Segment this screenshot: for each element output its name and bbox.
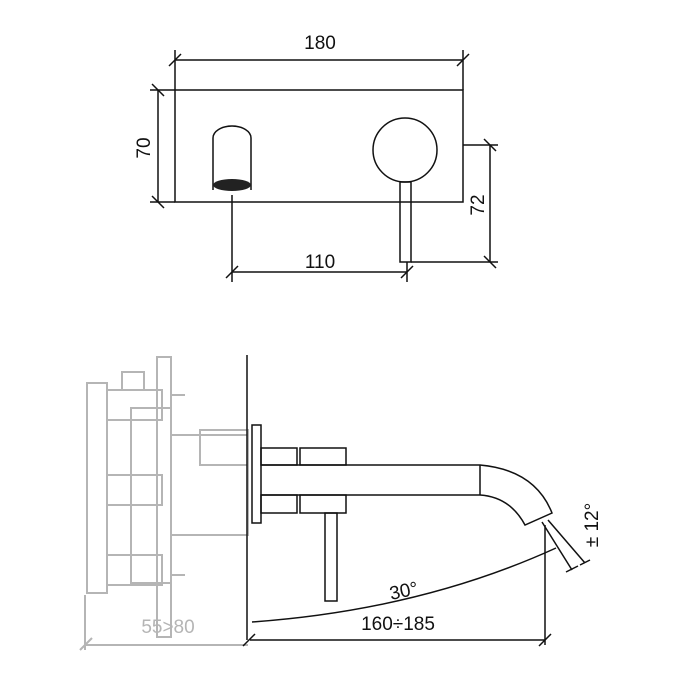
- swivel-angle-label: 30°: [388, 578, 420, 605]
- dimension-label: 110: [305, 252, 335, 273]
- dimension-110: 110: [225, 195, 414, 282]
- dimension-tilt: ± 12°: [541, 503, 603, 573]
- projection-label: 160÷185: [361, 614, 435, 635]
- faucet-side-view: [246, 355, 553, 640]
- lever: [399, 181, 412, 263]
- lever-side: [324, 512, 338, 602]
- dimension-label: 72: [468, 194, 489, 215]
- concealed-body: 55>80: [79, 356, 249, 651]
- dimension-projection: 160÷185: [242, 525, 552, 647]
- dimension-70: 70: [134, 83, 175, 209]
- dimension-label: 70: [134, 137, 155, 158]
- wall-plate-side: [251, 424, 262, 524]
- dimension-180: 180: [168, 33, 470, 90]
- dimension-swivel: 30°: [251, 547, 557, 623]
- wall-depth-label: 55>80: [141, 617, 194, 638]
- dimension-72: 72: [411, 138, 498, 269]
- spout-front: [212, 125, 252, 191]
- wall-plate: [174, 89, 464, 203]
- dimension-label: 180: [304, 33, 336, 54]
- tilt-angle-label: ± 12°: [582, 503, 603, 547]
- aerator: [213, 179, 251, 191]
- front-view: 180 70 110 72: [134, 33, 498, 282]
- handle-disc: [372, 117, 438, 183]
- spout-side: [261, 464, 553, 526]
